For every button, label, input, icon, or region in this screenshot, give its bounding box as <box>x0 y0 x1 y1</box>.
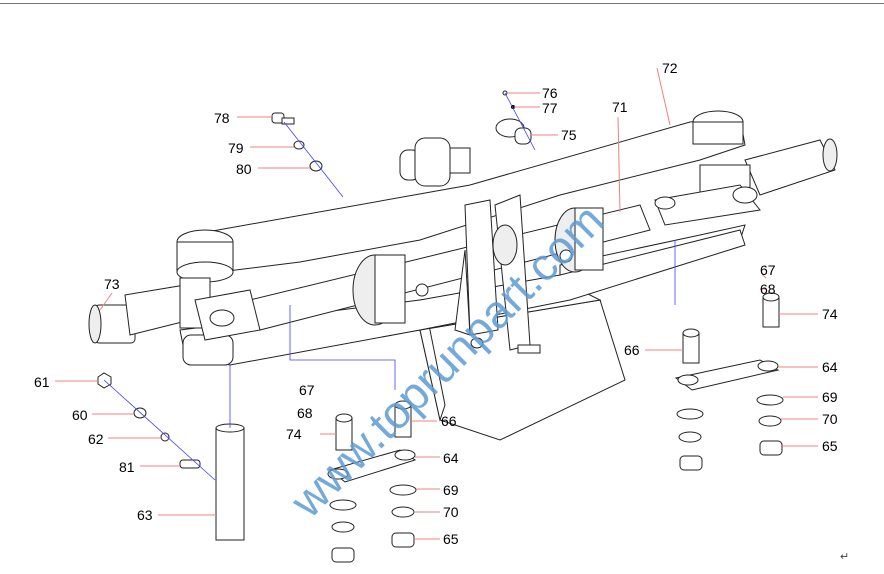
callout-66-mid: 66 <box>441 413 457 429</box>
callout-69-mid: 69 <box>443 482 459 498</box>
callout-72: 72 <box>662 60 678 76</box>
callout-70-mid: 70 <box>443 504 459 520</box>
leader-lines <box>55 67 818 540</box>
roller-assembly <box>399 137 471 187</box>
callout-74-right: 74 <box>822 306 838 322</box>
link-group-right <box>674 240 784 471</box>
callout-80: 80 <box>236 161 252 177</box>
callout-65-mid: 65 <box>443 531 459 547</box>
callout-81: 81 <box>119 459 135 475</box>
callout-labels: 72 76 77 71 75 78 79 80 73 67 68 74 66 6… <box>34 60 838 547</box>
callout-67-right: 67 <box>760 262 776 278</box>
top-border-line <box>0 3 884 4</box>
right-stub-shaft <box>654 138 838 226</box>
callout-61: 61 <box>34 374 50 390</box>
callout-62: 62 <box>88 431 104 447</box>
callout-77: 77 <box>542 100 558 116</box>
paragraph-return-mark: ↵ <box>840 551 850 563</box>
callout-64-mid: 64 <box>443 450 459 466</box>
callout-68-right: 68 <box>760 281 776 297</box>
callout-76: 76 <box>542 85 558 101</box>
callout-66-right: 66 <box>624 342 640 358</box>
callout-68-mid: 68 <box>297 405 313 421</box>
callout-69-right: 69 <box>822 389 838 405</box>
callout-78: 78 <box>214 110 230 126</box>
link-group-middle <box>289 305 417 563</box>
callout-75: 75 <box>561 127 577 143</box>
callout-79: 79 <box>228 140 244 156</box>
callout-71: 71 <box>612 99 628 115</box>
callout-70-right: 70 <box>822 411 838 427</box>
callout-67-mid: 67 <box>299 382 315 398</box>
left-loose-parts <box>97 365 245 541</box>
callout-74-mid: 74 <box>286 426 302 442</box>
callout-65-right: 65 <box>822 438 838 454</box>
main-shaft <box>249 204 651 331</box>
callout-63: 63 <box>137 507 153 523</box>
callout-64-right: 64 <box>822 359 838 375</box>
left-stub-shaft-73 <box>88 277 261 344</box>
center-bracket <box>454 194 541 354</box>
upper-beam-71 <box>176 110 746 283</box>
callout-73: 73 <box>104 276 120 292</box>
callout-60: 60 <box>72 407 88 423</box>
bracket-75 <box>495 90 536 151</box>
pin-78-79-80 <box>271 112 344 198</box>
